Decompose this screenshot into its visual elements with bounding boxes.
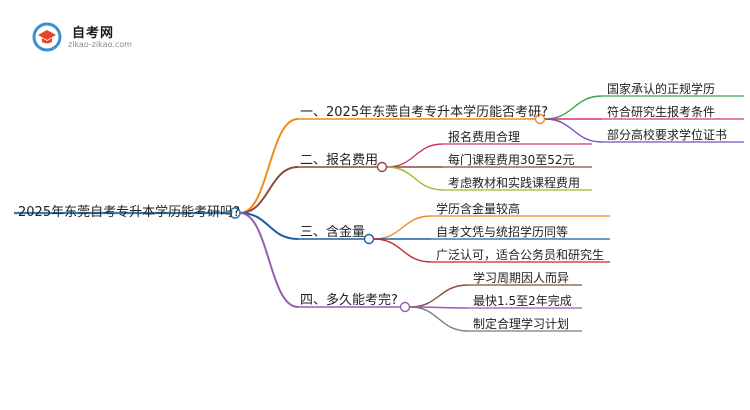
graduation-cap-icon	[32, 22, 62, 52]
leaf-topic[interactable]: 报名费用合理	[448, 129, 520, 144]
leaf-topic[interactable]: 每门课程费用30至52元	[448, 152, 575, 167]
mindmap-nodes: 2025年东莞自考专升本学历能考研吗? 一、2025年东莞自考专升本学历能否考研…	[18, 81, 727, 331]
branch-node-circle	[399, 301, 411, 313]
leaf-topic[interactable]: 符合研究生报考条件	[607, 104, 715, 119]
branch-node-circle	[376, 161, 388, 173]
branch-topic[interactable]: 三、含金量	[300, 224, 365, 240]
leaf-connector	[386, 166, 444, 191]
leaf-topic[interactable]: 国家承认的正规学历	[607, 81, 715, 96]
leaf-connector	[373, 238, 432, 263]
branch-node-circle	[534, 113, 546, 125]
branch-connector	[239, 118, 299, 214]
leaf-topic[interactable]: 最快1.5至2年完成	[473, 293, 572, 308]
brand-name: 自考网	[72, 26, 115, 41]
root-node-circle	[229, 207, 241, 219]
branch-connector	[239, 166, 299, 214]
leaf-topic[interactable]: 学历含金量较高	[436, 201, 520, 216]
leaf-topic[interactable]: 广泛认可，适合公务员和研究生	[436, 247, 604, 262]
leaf-connector	[409, 306, 469, 332]
root-topic[interactable]: 2025年东莞自考专升本学历能考研吗?	[18, 204, 240, 220]
leaf-topic[interactable]: 考虑教材和实践课程费用	[448, 175, 580, 190]
leaf-connector	[386, 143, 444, 168]
mindmap-links	[14, 95, 744, 332]
leaf-topic[interactable]: 学习周期因人而异	[473, 270, 569, 285]
branch-connector	[239, 212, 299, 308]
leaf-connector	[373, 215, 432, 240]
brand-domain: zikao-zikao.com	[68, 40, 132, 49]
brand-logo[interactable]: 自考网 zikao-zikao.com	[32, 22, 162, 54]
branch-topic[interactable]: 四、多久能考完?	[300, 292, 398, 308]
leaf-topic[interactable]: 制定合理学习计划	[473, 316, 569, 331]
branch-topic[interactable]: 一、2025年东莞自考专升本学历能否考研?	[300, 104, 548, 120]
leaf-connector	[544, 95, 603, 120]
branch-node-circle	[363, 233, 375, 245]
leaf-topic[interactable]: 自考文凭与统招学历同等	[436, 224, 568, 239]
branch-connector	[239, 212, 299, 240]
leaf-connector	[409, 284, 469, 308]
leaf-connector	[544, 118, 603, 143]
leaf-topic[interactable]: 部分高校要求学位证书	[607, 127, 727, 142]
branch-topic[interactable]: 二、报名费用	[300, 152, 378, 168]
